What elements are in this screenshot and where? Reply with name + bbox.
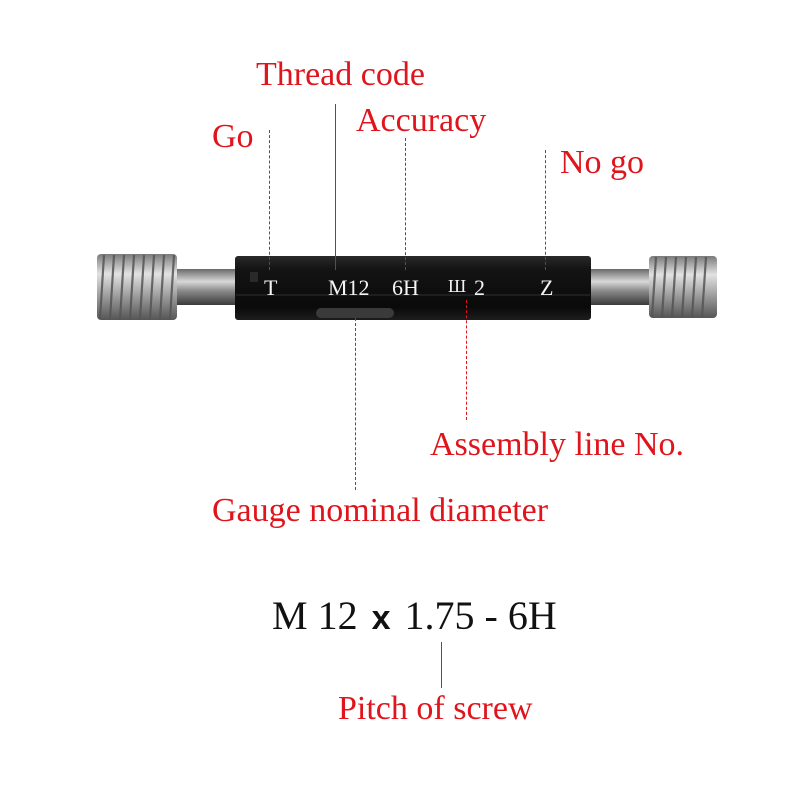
left-shaft	[170, 269, 240, 305]
pitch-leader	[441, 642, 442, 688]
go-mark: T	[264, 275, 278, 300]
go-thread-end	[97, 254, 177, 320]
thread-code-leader	[335, 104, 336, 270]
formula-pitch-accuracy: 1.75 - 6H	[404, 593, 557, 638]
formula-m12: M 12	[272, 593, 358, 638]
go-leader	[269, 130, 270, 270]
go-label: Go	[212, 118, 254, 155]
gauge-handle	[235, 256, 591, 320]
no-go-label: No go	[560, 144, 645, 181]
thread-designation: M 12 x 1.75 - 6H	[272, 596, 557, 636]
line-no-mark: 2	[474, 275, 485, 300]
accuracy-mark: 6H	[392, 275, 419, 300]
nominal-diameter-leader	[355, 318, 356, 490]
formula-x: x	[371, 599, 391, 637]
no-go-mark: Z	[540, 275, 554, 300]
assembly-line-label: Assembly line No.	[430, 426, 685, 463]
accuracy-leader	[405, 138, 406, 270]
no-go-leader	[545, 150, 546, 270]
assembly-line-leader	[466, 300, 467, 420]
nominal-diameter-label: Gauge nominal diameter	[212, 492, 549, 529]
thread-code-label: Thread code	[256, 56, 425, 93]
right-shaft	[585, 269, 657, 305]
pitch-label: Pitch of screw	[338, 690, 533, 727]
line-symbol-mark: Ш	[448, 276, 467, 296]
grip-slot	[316, 308, 394, 318]
accuracy-label: Accuracy	[356, 102, 487, 139]
thread-mark: M12	[328, 275, 370, 300]
no-go-thread-end	[649, 256, 717, 318]
